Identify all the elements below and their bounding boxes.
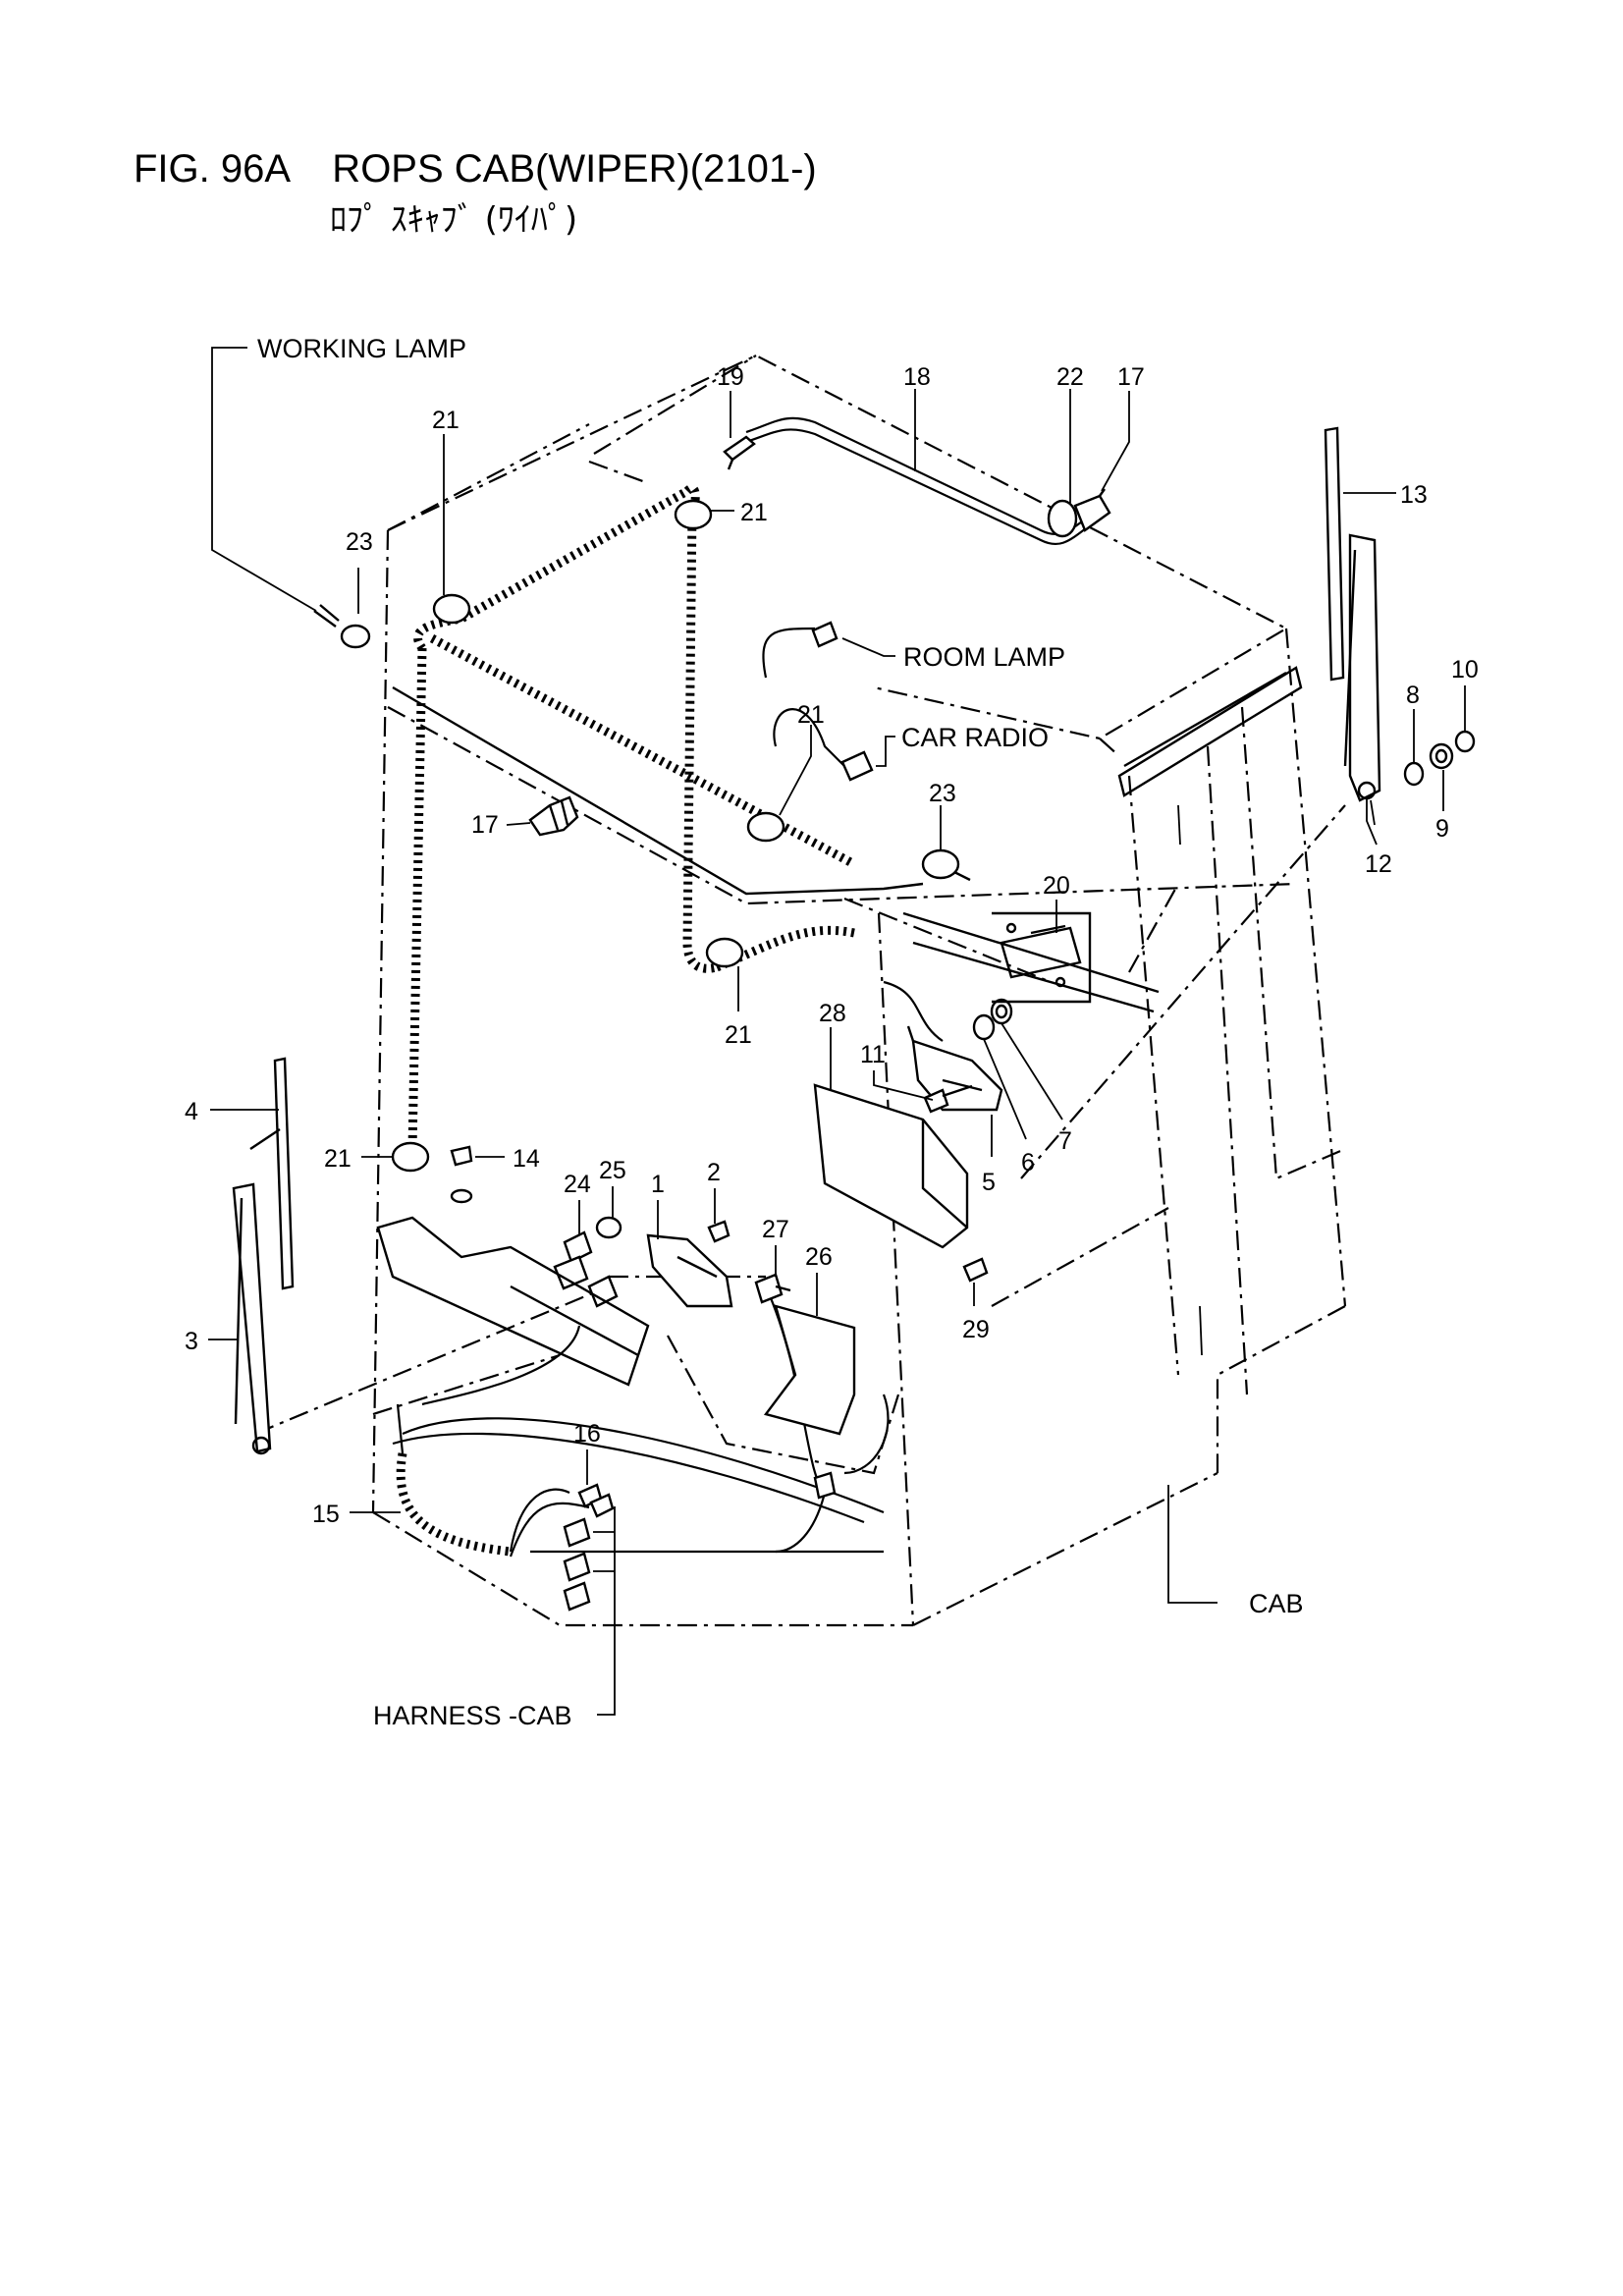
wiper-motor-front — [646, 1233, 733, 1308]
part-number-23-right: 23 — [929, 780, 956, 807]
part-number-14: 14 — [513, 1145, 540, 1173]
part-number-15: 15 — [312, 1501, 340, 1528]
cover-28 — [813, 1083, 969, 1249]
cab-outline — [254, 354, 1347, 1627]
wiper-bracket — [376, 1216, 650, 1387]
part-number-24: 24 — [564, 1171, 591, 1198]
working-lamp-clamp — [313, 604, 371, 649]
cab-label: CAB — [1249, 1589, 1304, 1618]
harness-roof — [407, 484, 857, 1150]
wiper-blade-front — [249, 1057, 295, 1290]
part-number-16: 16 — [573, 1420, 601, 1448]
part-number-13: 13 — [1400, 481, 1428, 509]
part-number-21-roof: 21 — [740, 499, 768, 526]
room-lamp-label: ROOM LAMP — [903, 642, 1065, 672]
nut-9 — [1429, 742, 1454, 770]
part-number-27: 27 — [762, 1216, 789, 1243]
part-number-7: 7 — [1058, 1127, 1072, 1155]
part-number-4: 4 — [185, 1098, 198, 1125]
bolt-14 — [450, 1145, 473, 1204]
part-number-5: 5 — [982, 1169, 996, 1196]
switch-panel — [992, 911, 1092, 1004]
part-number-22: 22 — [1056, 363, 1084, 391]
grommet-roof-left — [432, 593, 471, 625]
part-number-28: 28 — [819, 1000, 846, 1027]
part-number-3: 3 — [185, 1328, 198, 1355]
part-number-19: 19 — [717, 363, 744, 391]
part-number-17-top: 17 — [1117, 363, 1145, 391]
bolt-11 — [923, 1084, 973, 1114]
part-number-11: 11 — [860, 1041, 886, 1068]
part-number-1: 1 — [651, 1171, 665, 1198]
wiper-arm-front — [232, 1182, 272, 1455]
part-number-8: 8 — [1406, 682, 1420, 709]
cap-10 — [1454, 730, 1476, 753]
car-radio-connector — [840, 750, 874, 782]
room-lamp-connector — [811, 621, 839, 648]
grommet-roof-right — [674, 499, 713, 530]
washer-8 — [1403, 761, 1425, 787]
part-number-2: 2 — [707, 1159, 721, 1186]
washer-6 — [972, 1013, 996, 1041]
part-number-18: 18 — [903, 363, 931, 391]
figure-subtitle: ﾛﾌﾟ ｽｷｬﾌﾞ (ﾜｲﾊﾟ) — [330, 200, 578, 240]
part-number-21-left: 21 — [324, 1145, 352, 1173]
part-number-17-left: 17 — [471, 811, 499, 839]
part-number-21-top: 21 — [432, 407, 460, 434]
grommet-lamp-top — [1047, 488, 1111, 538]
car-radio-label: CAR RADIO — [901, 723, 1049, 752]
wiper-blade-rear — [1324, 426, 1345, 682]
part-number-6: 6 — [1021, 1149, 1035, 1176]
part-number-25: 25 — [599, 1157, 626, 1184]
part-number-9: 9 — [1435, 815, 1449, 843]
part-number-20: 20 — [1043, 872, 1070, 900]
harness-connector — [813, 1471, 837, 1500]
nut-25 — [595, 1216, 622, 1239]
harness-cab-label: HARNESS -CAB — [373, 1701, 572, 1730]
screw-29 — [962, 1257, 989, 1283]
bracket-26 — [763, 1304, 856, 1436]
grommet-lower — [705, 937, 744, 968]
part-number-21-mid: 21 — [797, 701, 825, 729]
working-lamp-label: WORKING LAMP — [257, 334, 466, 363]
bolt-2 — [707, 1220, 730, 1243]
part-number-10: 10 — [1451, 656, 1479, 683]
part-number-29: 29 — [962, 1316, 990, 1343]
relay-24 — [553, 1230, 619, 1308]
part-number-21-lower: 21 — [725, 1021, 752, 1049]
connector-19 — [723, 435, 756, 470]
fitting-27 — [754, 1273, 791, 1304]
grommet-mid — [746, 811, 785, 843]
terminals-16 — [563, 1483, 615, 1612]
nut-7 — [990, 998, 1013, 1025]
lamp-socket-left — [528, 795, 579, 837]
clamp-right — [921, 848, 971, 882]
grommet-left-post — [391, 1141, 430, 1173]
part-number-26: 26 — [805, 1243, 833, 1271]
wiper-arm-rear — [1343, 533, 1381, 802]
leader-lines — [208, 347, 1466, 1716]
figure-title: FIG. 96A ROPS CAB(WIPER)(2101-) — [134, 147, 817, 191]
part-number-23-left: 23 — [346, 528, 373, 556]
part-number-12: 12 — [1365, 850, 1392, 878]
